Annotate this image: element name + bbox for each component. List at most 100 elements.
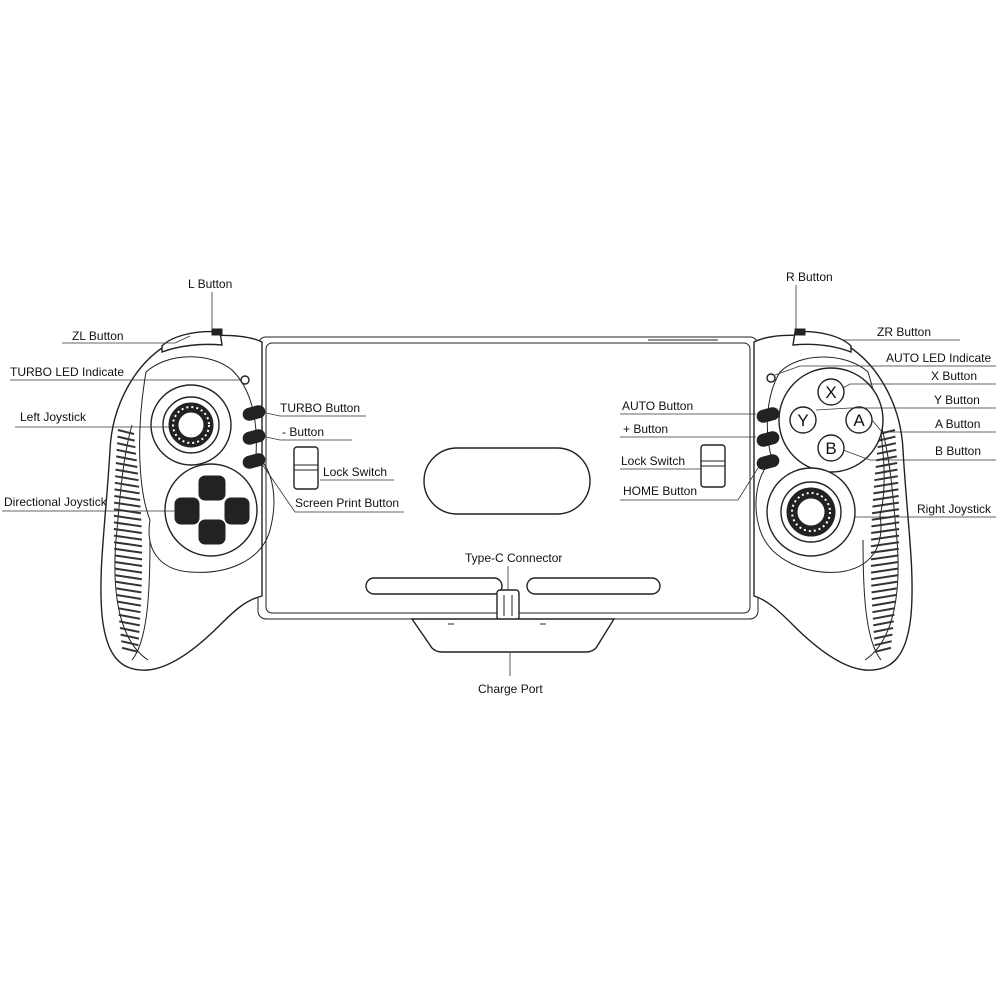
grip-rib xyxy=(874,468,898,475)
grip-rib xyxy=(119,620,140,627)
label-plus-button: + Button xyxy=(623,422,668,436)
grip-rib xyxy=(871,514,900,521)
left-grip-ribs xyxy=(113,429,143,653)
left-grip xyxy=(100,328,319,671)
directional-pad[interactable] xyxy=(164,463,258,557)
y-button[interactable]: Y xyxy=(789,406,817,434)
label-zl-button: ZL Button xyxy=(72,329,124,343)
x-button[interactable]: X xyxy=(817,378,845,406)
label-right-joystick: Right Joystick xyxy=(917,502,992,516)
grip-rib xyxy=(116,442,136,449)
grip-rib xyxy=(870,561,899,567)
grip-rib xyxy=(114,488,140,495)
home-button[interactable] xyxy=(756,453,780,470)
left-joystick[interactable] xyxy=(150,384,232,466)
right-lock-switch[interactable] xyxy=(700,444,726,488)
grip-rib xyxy=(871,587,897,594)
grip-rib xyxy=(870,574,898,581)
screen-window xyxy=(423,447,591,515)
turbo-button[interactable] xyxy=(242,404,266,421)
grip-rib xyxy=(872,613,895,620)
y-button-letter: Y xyxy=(797,411,808,430)
grip-rib xyxy=(114,481,140,488)
label-l-button: L Button xyxy=(188,277,232,291)
grip-rib xyxy=(114,495,141,501)
face-buttons: X Y A B xyxy=(778,367,884,473)
grip-rib xyxy=(870,534,900,541)
grip-rib xyxy=(116,587,142,594)
grip-rib xyxy=(113,514,142,521)
label-lock-switch-right: Lock Switch xyxy=(621,454,685,468)
grip-rib xyxy=(873,627,894,633)
grip-rib xyxy=(870,554,899,561)
b-button[interactable]: B xyxy=(817,434,845,462)
label-charge-port: Charge Port xyxy=(478,682,543,696)
grip-rib xyxy=(873,620,894,627)
grip-rib xyxy=(115,574,143,581)
auto-button[interactable] xyxy=(756,406,780,423)
grip-rib xyxy=(873,488,899,495)
grip-rib xyxy=(118,613,141,620)
type-c-connector xyxy=(496,589,520,621)
grip-rib xyxy=(117,607,141,614)
label-b-button: B Button xyxy=(935,444,981,458)
grip-rib xyxy=(117,435,135,442)
plus-button[interactable] xyxy=(756,430,780,447)
grip-rib xyxy=(878,435,896,442)
label-directional-joystick: Directional Joystick xyxy=(4,495,108,509)
grip-rib xyxy=(117,600,142,607)
grip-rib xyxy=(114,475,139,482)
grip-rib xyxy=(873,481,899,488)
grip-rib xyxy=(117,429,135,435)
grip-rib xyxy=(876,448,897,455)
grip-rib xyxy=(115,468,139,475)
label-auto-led: AUTO LED Indicate xyxy=(886,351,991,365)
grip-rib xyxy=(121,646,139,653)
grip-rib xyxy=(120,633,140,640)
grip-rib xyxy=(871,521,900,528)
grip-rib xyxy=(113,534,143,541)
grip-rib xyxy=(115,462,138,468)
left-lock-switch[interactable] xyxy=(293,446,319,490)
right-grip: X Y A B xyxy=(700,328,913,671)
label-turbo-button: TURBO Button xyxy=(280,401,360,415)
b-button-letter: B xyxy=(825,439,836,458)
grip-rib xyxy=(870,567,899,574)
grip-rib xyxy=(113,528,142,534)
label-type-c: Type-C Connector xyxy=(465,551,562,565)
right-grip-ribs xyxy=(870,429,900,653)
grip-rib xyxy=(119,627,140,633)
label-y-button: Y Button xyxy=(934,393,980,407)
x-button-letter: X xyxy=(825,383,836,402)
leader-lines xyxy=(2,285,996,676)
center-frame xyxy=(257,336,759,653)
grip-rib xyxy=(114,567,143,574)
grip-rib xyxy=(114,554,143,561)
grip-rib xyxy=(872,495,899,501)
label-turbo-led: TURBO LED Indicate xyxy=(10,365,124,379)
grip-rib xyxy=(115,580,142,587)
grip-rib xyxy=(113,521,142,528)
grip-rib xyxy=(116,594,142,600)
auto-led xyxy=(766,373,776,383)
label-left-joystick: Left Joystick xyxy=(20,410,87,424)
grip-rib xyxy=(874,475,899,482)
grip-rib xyxy=(874,646,892,653)
grip-rib xyxy=(875,462,898,468)
grip-rib xyxy=(872,607,896,614)
grip-rib xyxy=(116,448,137,455)
label-zr-button: ZR Button xyxy=(877,325,931,339)
label-r-button: R Button xyxy=(786,270,833,284)
grip-rib xyxy=(113,541,143,548)
grip-rib xyxy=(871,528,900,534)
minus-button[interactable] xyxy=(242,428,266,445)
grip-rib xyxy=(121,640,139,647)
turbo-led xyxy=(240,375,250,385)
label-x-button: X Button xyxy=(931,369,977,383)
right-joystick[interactable] xyxy=(766,467,856,557)
a-button[interactable]: A xyxy=(845,406,873,434)
screen-print-button[interactable] xyxy=(242,452,266,469)
grip-rib xyxy=(114,561,143,567)
grip-rib xyxy=(871,600,896,607)
